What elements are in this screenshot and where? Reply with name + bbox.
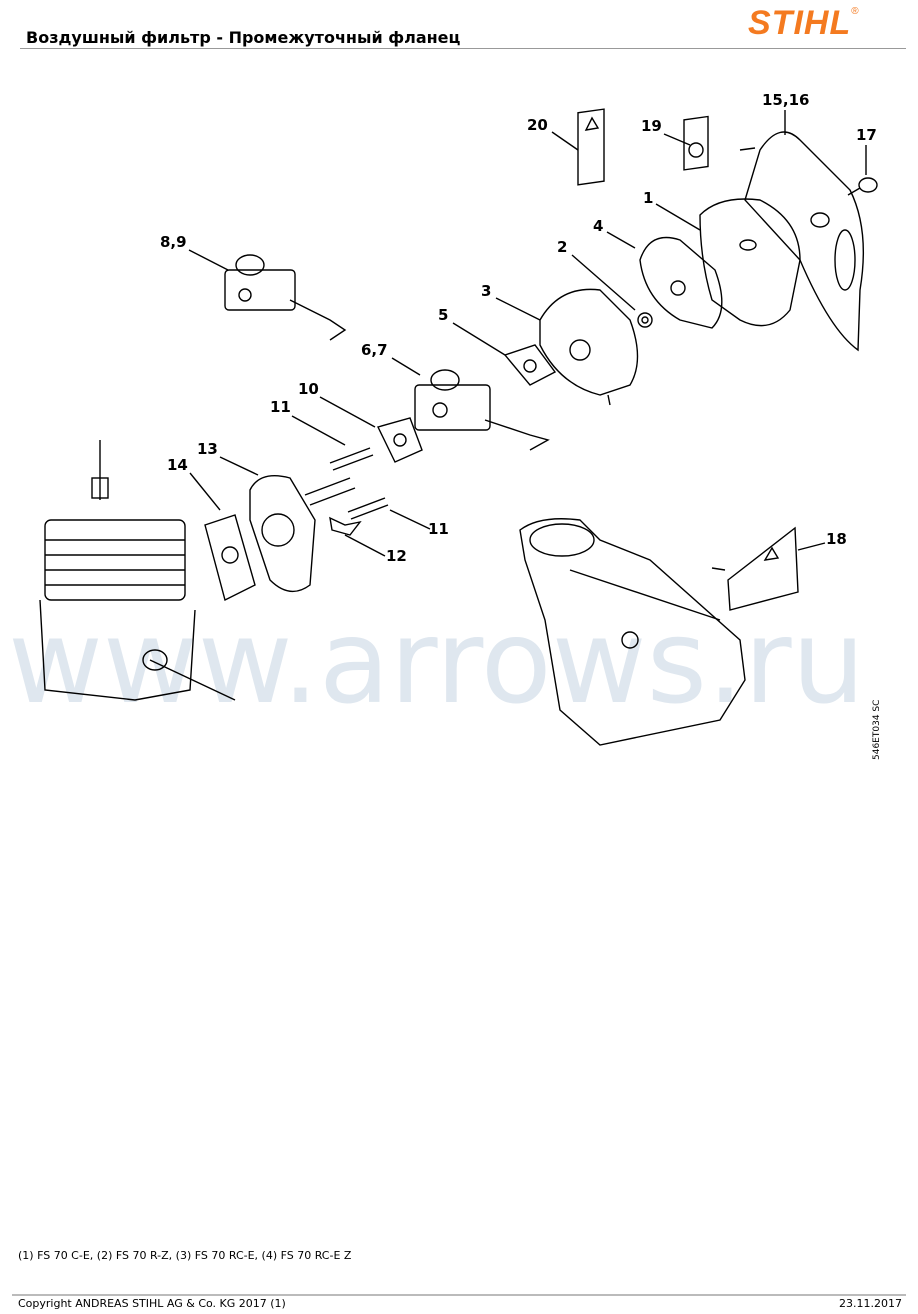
part-17-screw: [847, 177, 878, 196]
callout-13: 13: [197, 440, 218, 458]
copyright: Copyright ANDREAS STIHL AG & Co. KG 2017…: [18, 1297, 286, 1310]
part-20-warning-label: [577, 108, 605, 186]
part-14-gasket: [204, 514, 256, 602]
part-11-screws: [304, 447, 389, 520]
part-2-nut: [637, 312, 653, 328]
part-15-16-filter-cover: [744, 131, 865, 352]
callout-19: 19: [641, 117, 662, 135]
callout-2: 2: [557, 238, 568, 256]
part-3-filter-base: [539, 288, 639, 406]
part-19-label: [683, 115, 709, 171]
callout-10: 10: [298, 380, 319, 398]
brand-name: STIHL: [748, 4, 852, 42]
callout-18: 18: [826, 530, 847, 548]
page-title: Воздушный фильтр - Промежуточный фланец: [26, 28, 461, 47]
callout-5: 5: [438, 306, 449, 324]
shroud-housing: [519, 518, 746, 746]
date: 23.11.2017: [839, 1297, 902, 1310]
stihl-logo: STIHL®: [748, 4, 860, 43]
part-5-gasket: [503, 344, 557, 386]
drawing-code: 546ET034 SC: [872, 699, 882, 760]
callout-11-bottom: 11: [428, 520, 449, 538]
part-12-clip: [329, 516, 362, 536]
callout-20: 20: [527, 116, 548, 134]
callout-14: 14: [167, 456, 188, 474]
header-divider: [20, 48, 906, 49]
callout-1: 1: [643, 189, 654, 207]
callout-3: 3: [481, 282, 492, 300]
exploded-parts-diagram: [39, 108, 878, 746]
callout-17: 17: [856, 126, 877, 144]
callout-12: 12: [386, 547, 407, 565]
part-4-baffle-plate: [639, 236, 723, 329]
models-note: (1) FS 70 C-E, (2) FS 70 R-Z, (3) FS 70 …: [18, 1249, 352, 1262]
part-6-7-carburetor: [414, 369, 550, 451]
callout-6-7: 6,7: [361, 341, 388, 359]
watermark: www.arrows.ru: [8, 595, 866, 730]
callout-11-top: 11: [270, 398, 291, 416]
leader-lines: [188, 110, 867, 571]
registered-mark: ®: [851, 6, 860, 17]
part-18-warning-sticker: [727, 526, 799, 611]
part-1-air-filter: [699, 198, 801, 327]
callout-8-9: 8,9: [160, 233, 187, 251]
part-10-gasket: [377, 417, 423, 463]
part-13-intake-flange: [249, 475, 316, 593]
part-8-9-carburetor: [224, 254, 347, 341]
engine-cylinder-crankcase: [39, 440, 236, 701]
callout-15-16: 15,16: [762, 91, 810, 109]
callout-4: 4: [593, 217, 604, 235]
footer-divider: [12, 1294, 906, 1296]
